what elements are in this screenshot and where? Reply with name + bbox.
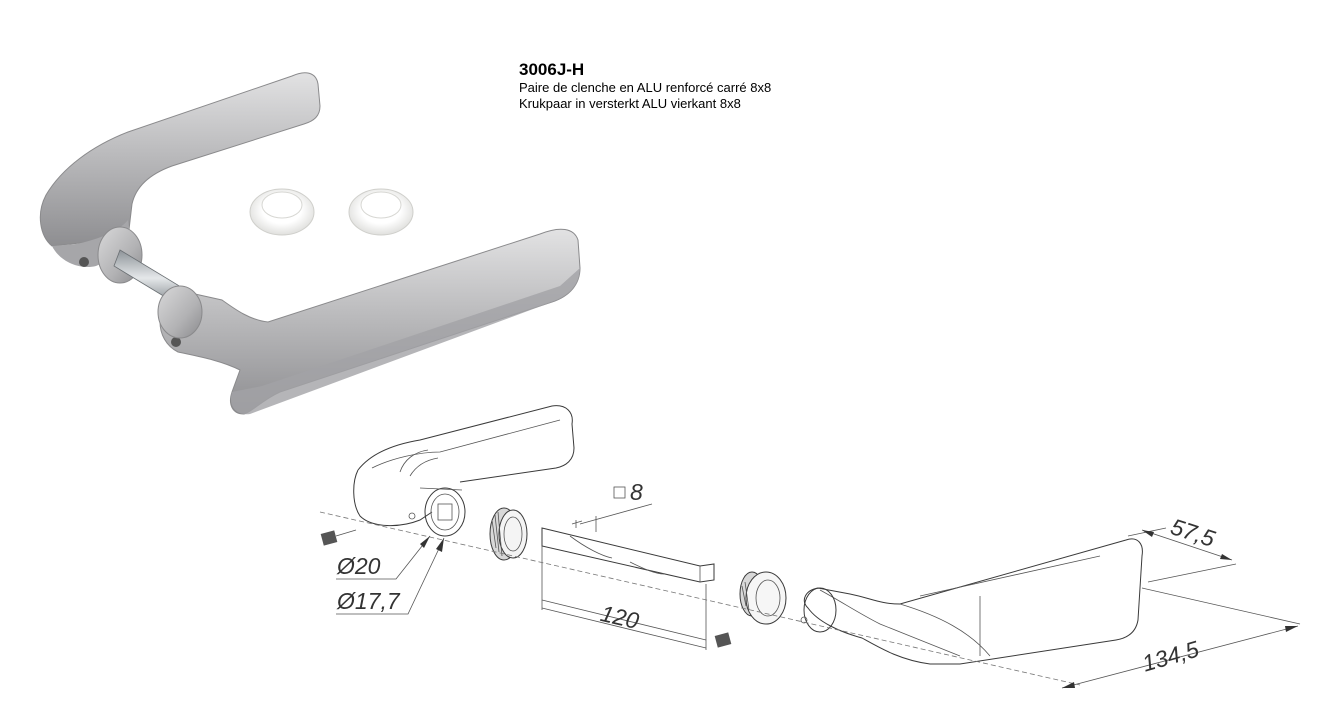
dimension-handle-length: 134,5	[1061, 587, 1301, 689]
dimension-label-d17-7: Ø17,7	[336, 588, 401, 614]
dimension-label-rose-width: 57,5	[1168, 513, 1219, 552]
product-header: 3006J-H Paire de clenche en ALU renforcé…	[519, 60, 771, 112]
dimension-label-square: 8	[630, 479, 643, 505]
back-handle	[39, 72, 321, 284]
drawing-bush-right	[739, 571, 787, 625]
description-nl: Krukpaar in versterkt ALU vierkant 8x8	[519, 96, 741, 111]
nylon-ring	[249, 188, 315, 236]
grub-screw	[714, 632, 732, 648]
axis-line	[319, 511, 1081, 686]
drawing-bush-left	[489, 507, 528, 561]
product-code: 3006J-H	[519, 60, 585, 79]
dimension-spindle-length: 120	[541, 600, 707, 649]
technical-drawing: Ø20 Ø17,7 8 120 57,5 134,5	[319, 405, 1301, 689]
drawing-spindle	[541, 486, 715, 650]
handle-photo	[39, 72, 581, 415]
dimension-rose-width: 57,5	[1127, 513, 1237, 583]
screw-hole	[79, 257, 89, 267]
grub-screw	[320, 529, 357, 546]
drawing-left-handle	[320, 405, 575, 546]
front-handle	[157, 228, 581, 415]
nylon-ring	[348, 188, 414, 236]
dimension-label-spindle-length: 120	[598, 600, 641, 634]
screw-hole	[171, 337, 181, 347]
dimension-square: 8	[630, 479, 643, 505]
dimension-d20: Ø20	[336, 535, 431, 580]
dimension-label-d20: Ø20	[336, 553, 381, 579]
dimension-d17-7: Ø17,7	[336, 537, 445, 615]
drawing-right-handle	[800, 538, 1143, 665]
dimension-label-handle-length: 134,5	[1139, 636, 1202, 677]
description-fr: Paire de clenche en ALU renforcé carré 8…	[519, 80, 772, 95]
